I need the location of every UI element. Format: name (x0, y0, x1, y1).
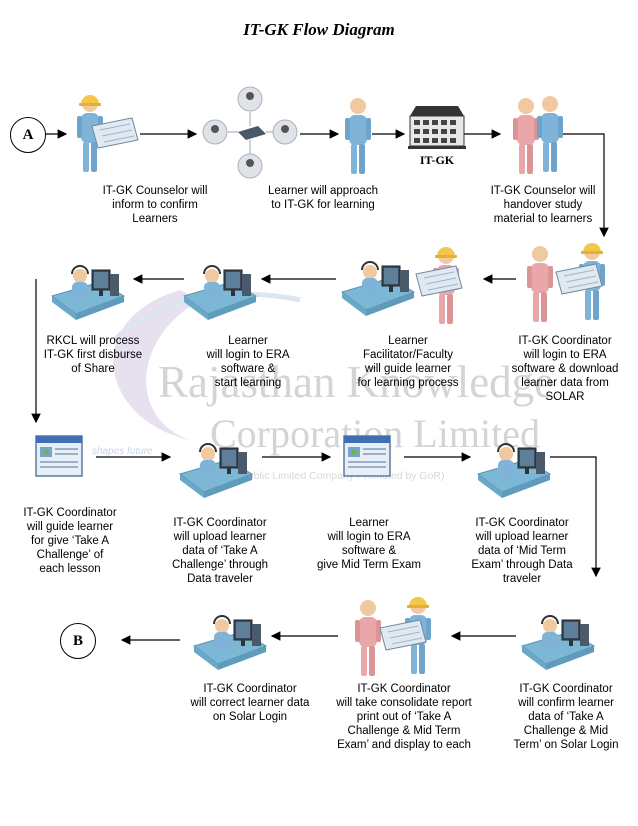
rkcl-computer-icon (51, 265, 125, 321)
browser-window-icon (35, 435, 83, 477)
step-16-caption: IT-GK Coordinator will correct learner d… (190, 683, 310, 723)
handshake-icon (513, 96, 563, 174)
building-label: IT-GK (420, 153, 455, 167)
step-12-caption: Learner will login to ERA software & giv… (317, 517, 421, 571)
step-7-caption: Learner Facilitator/Faculty will guide l… (357, 335, 459, 389)
step-6-caption: IT-GK Coordinator will login to ERA soft… (511, 335, 619, 403)
building-icon: IT-GK (408, 106, 466, 167)
learner-icon (345, 98, 371, 174)
learner-computer-icon (183, 265, 257, 321)
connector-b: B (60, 623, 96, 659)
browser-window-icon (343, 435, 391, 477)
diagram-title: IT-GK Flow Diagram (243, 20, 395, 39)
arrow-s5-to-s6 (562, 133, 609, 238)
step-14-caption: IT-GK Coordinator will confirm learner d… (513, 683, 619, 751)
step-10-caption: IT-GK Coordinator will guide learner for… (23, 507, 117, 575)
connector-a: A (10, 117, 46, 153)
coordinator-blueprint-icon (527, 243, 605, 322)
coordinator-computer-icon (521, 615, 595, 671)
report-pair-icon (355, 597, 431, 676)
coordinator-computer-icon (477, 443, 551, 499)
step-8-caption: Learner will login to ERA software & sta… (206, 335, 290, 389)
step-11-caption: IT-GK Coordinator will upload learner da… (171, 517, 269, 585)
step-2-caption: Learner will approach to IT-GK for learn… (268, 185, 378, 211)
coordinator-computer-icon (193, 615, 267, 671)
counselor-blueprint-icon (77, 95, 139, 172)
arrow-s13-to-s14 (550, 456, 601, 578)
step-1-caption: IT-GK Counselor will inform to confirm L… (102, 185, 208, 225)
network-people-icon (202, 86, 298, 179)
step-9-caption: RKCL will process IT-GK first disburse o… (43, 335, 143, 375)
facilitator-computer-icon (341, 247, 463, 324)
step-15-caption: IT-GK Coordinator will take consolidate … (336, 683, 472, 751)
step-13-caption: IT-GK Coordinator will upload learner da… (471, 517, 573, 585)
coordinator-computer-icon (179, 443, 253, 499)
step-5-caption: IT-GK Counselor will handover study mate… (490, 185, 596, 225)
